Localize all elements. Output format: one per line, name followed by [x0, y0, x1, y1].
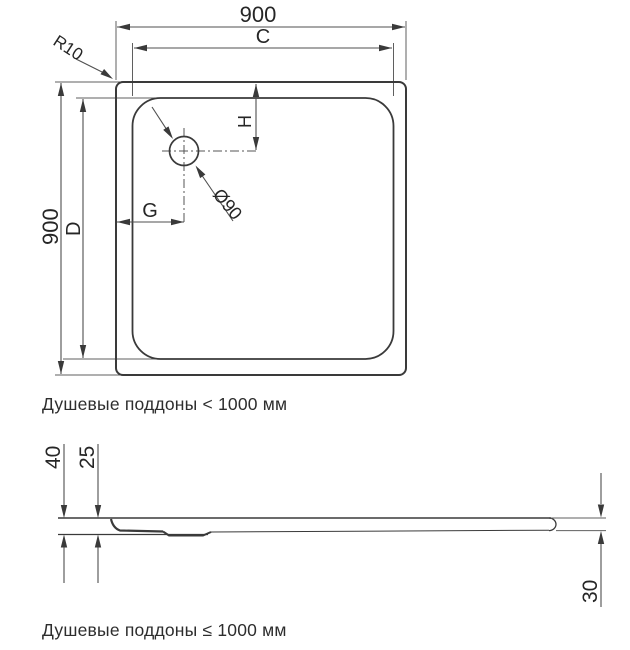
arrowhead-up	[597, 531, 605, 544]
dim-inner-height: D	[63, 99, 87, 358]
arrowhead-right	[379, 44, 392, 52]
profile-bottom-slope	[210, 529, 550, 533]
edge-height-value: 30	[579, 580, 602, 603]
arrowhead	[100, 69, 113, 79]
profile-drain-recess	[162, 530, 212, 537]
drain-diameter-value: Ø90	[209, 185, 246, 224]
side-view-caption: Душевые поддоны ≤ 1000 мм	[42, 620, 287, 640]
dim-inner-width: C	[134, 26, 392, 52]
dim-drain-offset-h: H	[235, 84, 260, 150]
arrowhead-left	[117, 218, 130, 226]
dim-inner-depth: 25	[76, 444, 102, 583]
corner-radius-value: R10	[50, 31, 87, 64]
profile-right-cap	[548, 517, 557, 532]
outer-height-value: 900	[38, 208, 63, 245]
tray-profile	[58, 517, 557, 537]
top-view-caption: Душевые поддоны < 1000 мм	[42, 394, 287, 414]
drain-leader-upper	[151, 106, 167, 129]
outer-width-value: 900	[240, 2, 277, 27]
dim-total-height: 40	[42, 444, 68, 583]
arrowhead-top	[79, 99, 87, 112]
arrowhead-up	[94, 534, 102, 548]
arrowhead-top	[252, 84, 260, 97]
inner-depth-value: 25	[76, 446, 99, 469]
arrowhead-down	[60, 505, 68, 518]
side-view: 40 25 30 Душевые поддоны ≤ 1000 мм	[42, 444, 606, 640]
dim-edge-height: 30	[551, 473, 606, 607]
arrowhead-bottom	[252, 137, 260, 150]
drain-leader-lower	[201, 175, 234, 222]
arrowhead-down	[597, 504, 605, 518]
arrowhead-right	[171, 218, 184, 226]
dim-outer-width: 900	[117, 2, 405, 31]
drain-offset-g-value: G	[142, 200, 158, 222]
arrowhead-down	[94, 505, 102, 518]
total-height-value: 40	[42, 446, 65, 469]
arrowhead-lower	[195, 165, 206, 179]
drain-offset-h-value: H	[235, 115, 255, 128]
arrowhead-upper	[163, 126, 173, 139]
top-view: 900 C 900 D R10	[38, 2, 407, 414]
arrowhead-top	[57, 83, 65, 96]
arrowhead-up	[60, 534, 68, 548]
inner-height-value: D	[63, 222, 85, 236]
tray-inner-rim	[131, 97, 395, 360]
tray-outer-edge	[115, 81, 407, 376]
arrowhead-right	[392, 23, 405, 31]
drain-circle	[168, 135, 200, 167]
arrowhead-left	[134, 44, 147, 52]
profile-rim-floor	[109, 518, 164, 533]
dim-drain-offset-g: G	[117, 200, 184, 226]
arrowhead-bottom	[79, 345, 87, 358]
arrowhead-bottom	[57, 361, 65, 374]
dim-outer-height: 900	[38, 83, 65, 374]
arrowhead-left	[117, 23, 130, 31]
corner-radius-callout: R10	[50, 31, 113, 79]
inner-width-value: C	[256, 26, 270, 48]
